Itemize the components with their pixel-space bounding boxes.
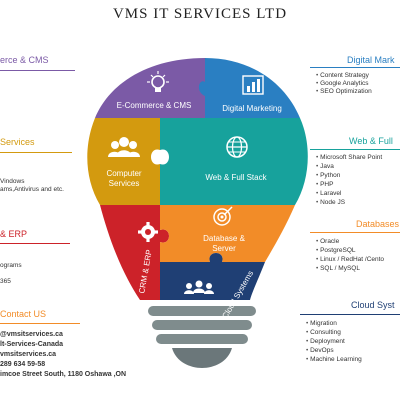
list-item: 365	[0, 278, 11, 285]
team-icon	[184, 280, 214, 294]
contact-email: @vmsitservices.ca	[0, 331, 63, 338]
list-item: Vindows	[0, 178, 25, 185]
list-item: Migration	[306, 320, 337, 328]
list-item: Google Analytics	[316, 80, 368, 88]
list-item: DevOps	[306, 347, 333, 355]
section-divider	[310, 232, 400, 233]
computer-services-piece	[87, 118, 160, 205]
section-title: Web & Full	[349, 136, 393, 146]
contact-address: imcoe Street South, 1180 Oshawa ,ON	[0, 371, 127, 378]
ecommerce-label: E-Commerce & CMS	[117, 101, 192, 110]
section-title: Databases	[356, 219, 400, 229]
web-fullstack-piece	[160, 118, 308, 205]
section-title: Contact US	[0, 309, 47, 319]
section-divider	[0, 70, 75, 71]
computer-services-label-1: Computer	[106, 169, 141, 178]
section-divider	[300, 314, 400, 315]
list-item: Laravel	[316, 190, 341, 198]
database-server-piece	[160, 205, 295, 262]
list-item: Consulting	[306, 329, 341, 337]
computer-services-label-2: Services	[109, 179, 140, 188]
list-item: Java	[316, 163, 334, 171]
contact-social: lt-Services-Canada	[0, 341, 64, 348]
cloud-systems-piece	[160, 253, 265, 300]
section-title: & ERP	[0, 229, 28, 239]
web-fullstack-label: Web & Full Stack	[205, 173, 267, 182]
section-title: Digital Mark	[347, 55, 395, 65]
list-item: Linux / RedHat /Cento	[316, 256, 384, 264]
bulb-tip	[172, 348, 232, 368]
target-icon	[213, 206, 233, 226]
gear-icon	[138, 222, 158, 242]
section-divider	[310, 67, 400, 68]
database-server-label-1: Database &	[203, 234, 245, 243]
lightbulb-icon	[147, 71, 169, 92]
database-server-label-2: Server	[212, 244, 236, 253]
contact-website: vmsitservices.ca	[0, 351, 57, 358]
section-divider	[0, 323, 80, 324]
section-divider	[0, 243, 70, 244]
page-title: VMS IT SERVICES LTD	[112, 6, 288, 22]
list-item: SEO Optimization	[316, 88, 372, 96]
digital-marketing-label: Digital Marketing	[222, 104, 282, 113]
list-item: SQL / MySQL	[316, 265, 360, 273]
list-item: Python	[316, 172, 340, 180]
list-item: ograms	[0, 262, 22, 269]
list-item: ams,Antivirus and etc.	[0, 186, 64, 193]
section-divider	[310, 149, 400, 150]
bar-chart-icon	[242, 75, 264, 95]
section-title: Services	[0, 137, 35, 147]
section-title: erce & CMS	[0, 55, 49, 65]
list-item: Deployment	[306, 338, 345, 346]
list-item: Content Strategy	[316, 72, 369, 80]
crm-erp-piece	[100, 205, 169, 300]
people-icon	[108, 137, 140, 157]
list-item: PostgreSQL	[316, 247, 355, 255]
section-title: Cloud Syst	[351, 300, 395, 310]
bulb-base-ring	[156, 334, 248, 344]
section-divider	[0, 152, 72, 153]
list-item: Oracle	[316, 238, 339, 246]
contact-phone: 289 634 59-58	[0, 361, 46, 368]
list-item: Machine Learning	[306, 356, 362, 364]
bulb-base-ring	[148, 306, 256, 316]
list-item: Node JS	[316, 199, 345, 207]
list-item: Microsoft Share Point	[316, 154, 382, 162]
bulb-base-ring	[152, 320, 252, 330]
globe-icon	[226, 136, 248, 158]
list-item: PHP	[316, 181, 333, 189]
